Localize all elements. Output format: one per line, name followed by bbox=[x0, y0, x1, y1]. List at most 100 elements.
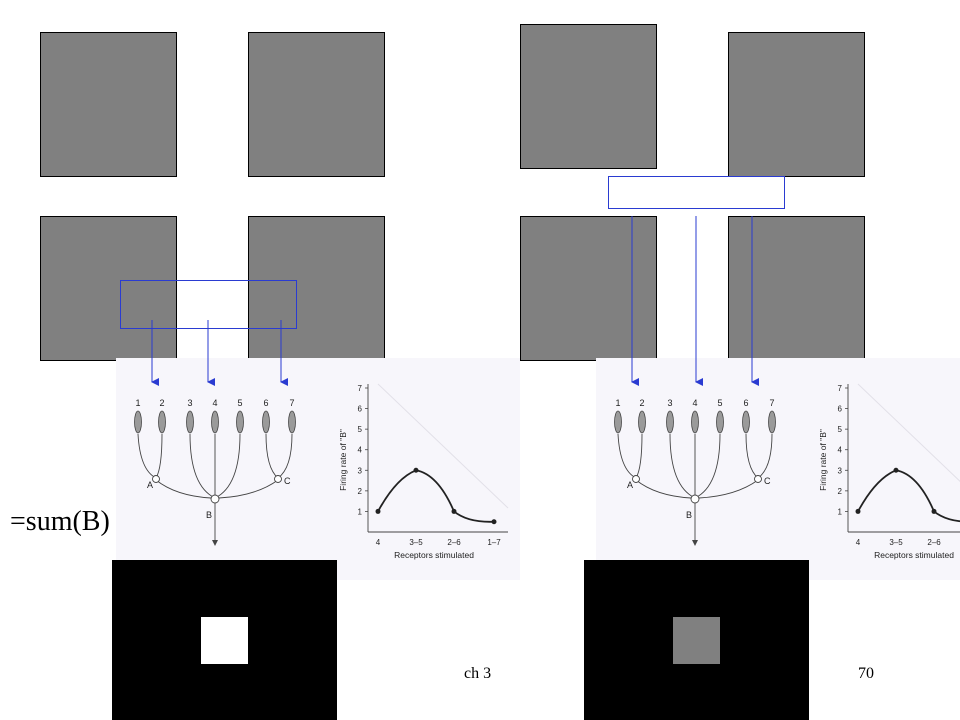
y-tick-label: 6 bbox=[838, 405, 843, 414]
x-axis-label: Receptors stimulated bbox=[394, 550, 474, 560]
x-tick-label: 4 bbox=[376, 538, 381, 547]
receptor-label: 7 bbox=[289, 398, 294, 408]
footer-chapter: ch 3 bbox=[464, 665, 492, 682]
receptor-connector bbox=[189, 433, 241, 499]
gray-square-left-top-left bbox=[40, 32, 177, 177]
neuron-label-b: B bbox=[686, 510, 692, 520]
receptor-oval bbox=[691, 410, 699, 434]
receptor-oval bbox=[262, 410, 270, 434]
y-tick-label: 2 bbox=[358, 487, 363, 496]
y-tick-label: 3 bbox=[358, 466, 363, 475]
result-box-left bbox=[112, 560, 337, 720]
result-left-inner-square bbox=[201, 617, 248, 664]
receptor-label: 1 bbox=[615, 398, 620, 408]
y-axis-label: Firing rate of "B" bbox=[338, 429, 348, 491]
neuron-label-a: A bbox=[147, 480, 153, 490]
neuron-label-a: A bbox=[627, 480, 633, 490]
gray-square-right-bottom-right bbox=[728, 216, 865, 361]
receptor-label: 3 bbox=[667, 398, 672, 408]
y-tick-label: 6 bbox=[358, 405, 363, 414]
receptor-oval bbox=[134, 410, 142, 434]
receptor-oval bbox=[186, 410, 194, 434]
firing-rate-point bbox=[931, 508, 937, 514]
scan-artifact-line bbox=[377, 383, 509, 509]
firing-rate-point bbox=[375, 508, 381, 514]
gray-square-right-bottom-left bbox=[520, 216, 657, 361]
gray-square-right-top-left bbox=[520, 24, 657, 169]
receptor-label: 4 bbox=[692, 398, 697, 408]
receptor-oval bbox=[288, 410, 296, 434]
x-tick-label: 2–6 bbox=[447, 538, 461, 547]
receptor-oval bbox=[158, 410, 166, 434]
firing-rate-line bbox=[377, 469, 495, 523]
receptor-label: 4 bbox=[212, 398, 217, 408]
neuron-label-b: B bbox=[206, 510, 212, 520]
receptor-label: 2 bbox=[159, 398, 164, 408]
receptor-label: 5 bbox=[717, 398, 722, 408]
y-tick-label: 7 bbox=[358, 384, 363, 393]
output-arrowhead bbox=[212, 540, 218, 546]
receptor-oval bbox=[614, 410, 622, 434]
lateral-connector bbox=[635, 479, 759, 499]
firing-rate-point bbox=[491, 519, 497, 525]
y-tick-label: 4 bbox=[838, 446, 843, 455]
x-tick-label: 3–5 bbox=[889, 538, 903, 547]
receptor-connector bbox=[669, 433, 721, 499]
lateral-connector bbox=[155, 479, 279, 499]
y-axis-label: Firing rate of "B" bbox=[818, 429, 828, 491]
neuron-a bbox=[632, 475, 640, 483]
receptor-oval bbox=[638, 410, 646, 434]
y-tick-label: 5 bbox=[838, 425, 843, 434]
x-tick-label: 1–7 bbox=[487, 538, 501, 547]
receptive-field-right bbox=[608, 176, 785, 209]
receptor-oval bbox=[236, 410, 244, 434]
y-tick-label: 7 bbox=[838, 384, 843, 393]
firing-rate-point bbox=[413, 467, 419, 473]
y-tick-label: 1 bbox=[358, 507, 363, 516]
sum-formula: =sum(B) bbox=[10, 506, 110, 537]
receptor-oval bbox=[768, 410, 776, 434]
y-tick-label: 1 bbox=[838, 507, 843, 516]
receptor-oval bbox=[742, 410, 750, 434]
gray-square-right-top-right bbox=[728, 32, 865, 177]
neuron-c bbox=[274, 475, 282, 483]
x-tick-label: 4 bbox=[856, 538, 861, 547]
receptor-oval bbox=[666, 410, 674, 434]
receptor-label: 3 bbox=[187, 398, 192, 408]
neuron-a bbox=[152, 475, 160, 483]
receptor-label: 7 bbox=[769, 398, 774, 408]
y-tick-label: 5 bbox=[358, 425, 363, 434]
firing-rate-point bbox=[893, 467, 899, 473]
scan-artifact-line bbox=[857, 383, 960, 482]
receptor-label: 6 bbox=[263, 398, 268, 408]
footer-page-number: 70 bbox=[858, 665, 874, 682]
receptor-oval bbox=[211, 410, 219, 434]
receptor-oval bbox=[716, 410, 724, 434]
result-right-inner-square bbox=[673, 617, 720, 664]
neuron-label-c: C bbox=[284, 476, 291, 486]
firing-rate-point bbox=[855, 508, 861, 514]
neuron-c bbox=[754, 475, 762, 483]
y-tick-label: 4 bbox=[358, 446, 363, 455]
result-box-right bbox=[584, 560, 809, 720]
output-arrowhead bbox=[692, 540, 698, 546]
firing-rate-line bbox=[857, 469, 960, 523]
x-tick-label: 3–5 bbox=[409, 538, 423, 547]
gray-square-left-bottom-left bbox=[40, 216, 177, 361]
gray-square-left-top-right bbox=[248, 32, 385, 177]
x-tick-label: 2–6 bbox=[927, 538, 941, 547]
neuron-label-c: C bbox=[764, 476, 771, 486]
gray-square-left-bottom-right bbox=[248, 216, 385, 361]
x-axis-label: Receptors stimulated bbox=[874, 550, 954, 560]
y-tick-label: 3 bbox=[838, 466, 843, 475]
y-tick-label: 2 bbox=[838, 487, 843, 496]
receptor-label: 1 bbox=[135, 398, 140, 408]
firing-rate-point bbox=[451, 508, 457, 514]
receptor-label: 2 bbox=[639, 398, 644, 408]
receptor-label: 5 bbox=[237, 398, 242, 408]
